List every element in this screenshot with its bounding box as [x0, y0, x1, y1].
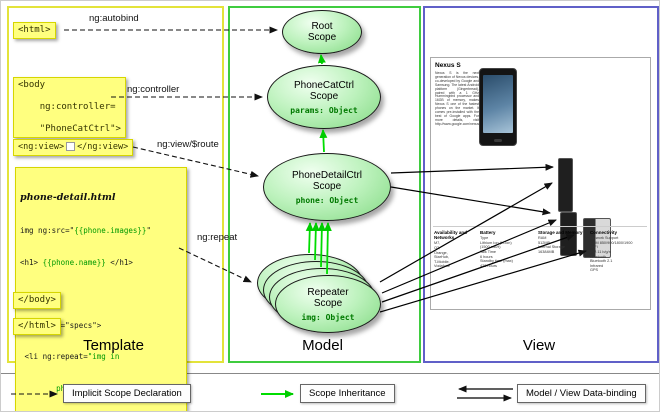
page-title: Nexus S — [435, 62, 461, 69]
ngview-open-tag: <ng:view> — [18, 142, 65, 152]
code-box: phone-detail.html img ng:src="{{phone.im… — [15, 167, 187, 411]
scope-phonedetailctrl: PhoneDetailCtrl Scope phone: Object — [263, 153, 391, 221]
ngview-placeholder-box — [66, 142, 76, 151]
scope-phonecatctrl: PhoneCatCtrl Scope params: Object — [267, 65, 381, 129]
tag-ngview: <ng:view> </ng:view> — [13, 139, 134, 156]
template-panel-label: Template — [83, 337, 144, 354]
label-ng-controller: ng:controller — [127, 84, 180, 95]
scope-repeater-1: Repeater Scope img: Object — [275, 275, 381, 333]
thumbnail-3 — [583, 218, 611, 258]
legend-inheritance-box: Scope Inheritance — [300, 384, 395, 403]
thumbnail-1 — [558, 158, 573, 212]
body-open-line3: "PhoneCatCtrl"> — [39, 124, 121, 134]
view-page: Nexus S Nexus S is the next generation o… — [430, 57, 651, 310]
view-panel-label: View — [522, 337, 556, 354]
tag-body-open: <body ng:controller= "PhoneCatCtrl"> — [13, 77, 126, 138]
spec-col-connectivity: Connectivity Network Support GSM 850/900… — [590, 230, 633, 273]
legend-databinding-box: Model / View Data-binding — [517, 384, 646, 403]
phone-screen — [483, 75, 513, 133]
label-ng-view-route: ng:view/$route — [155, 139, 221, 150]
code-line: img ng:src="{{phone.images}}" — [20, 226, 151, 235]
code-box-title: phone-detail.html — [20, 192, 116, 203]
code-line: <h1> {{phone.name}} </h1> — [20, 257, 133, 267]
body-open-line2: ng:controller= — [39, 102, 116, 112]
tag-html-open: <html> — [13, 22, 56, 39]
model-panel-label: Model — [302, 337, 343, 354]
spec-col-storage: Storage and Memory RAM 512MB Internal St… — [538, 230, 583, 254]
body-open-line1: <body — [18, 80, 46, 90]
legend-implicit-box: Implicit Scope Declaration — [63, 384, 191, 403]
page-description: Nexus S is the next generation of Nexus … — [435, 71, 481, 126]
tag-html-close: </html> — [13, 318, 61, 335]
phone-image — [479, 68, 517, 146]
tag-body-close: </body> — [13, 292, 61, 309]
code-line: <li ng:repeat="img in — [20, 352, 120, 361]
phone-button — [494, 139, 502, 142]
spec-divider — [433, 226, 647, 227]
ngview-close-tag: </ng:view> — [77, 142, 129, 152]
legend-divider — [1, 373, 659, 374]
spec-col-battery: Battery Type Lithium Ion (Li-Ion) (1500 … — [480, 230, 513, 268]
label-ng-repeat: ng:repeat — [197, 232, 238, 243]
scope-root: Root Scope — [282, 10, 362, 54]
label-ng-autobind: ng:autobind — [89, 13, 139, 24]
spec-col-availability: Availability and Networks M7, O2, Orange… — [434, 230, 467, 269]
